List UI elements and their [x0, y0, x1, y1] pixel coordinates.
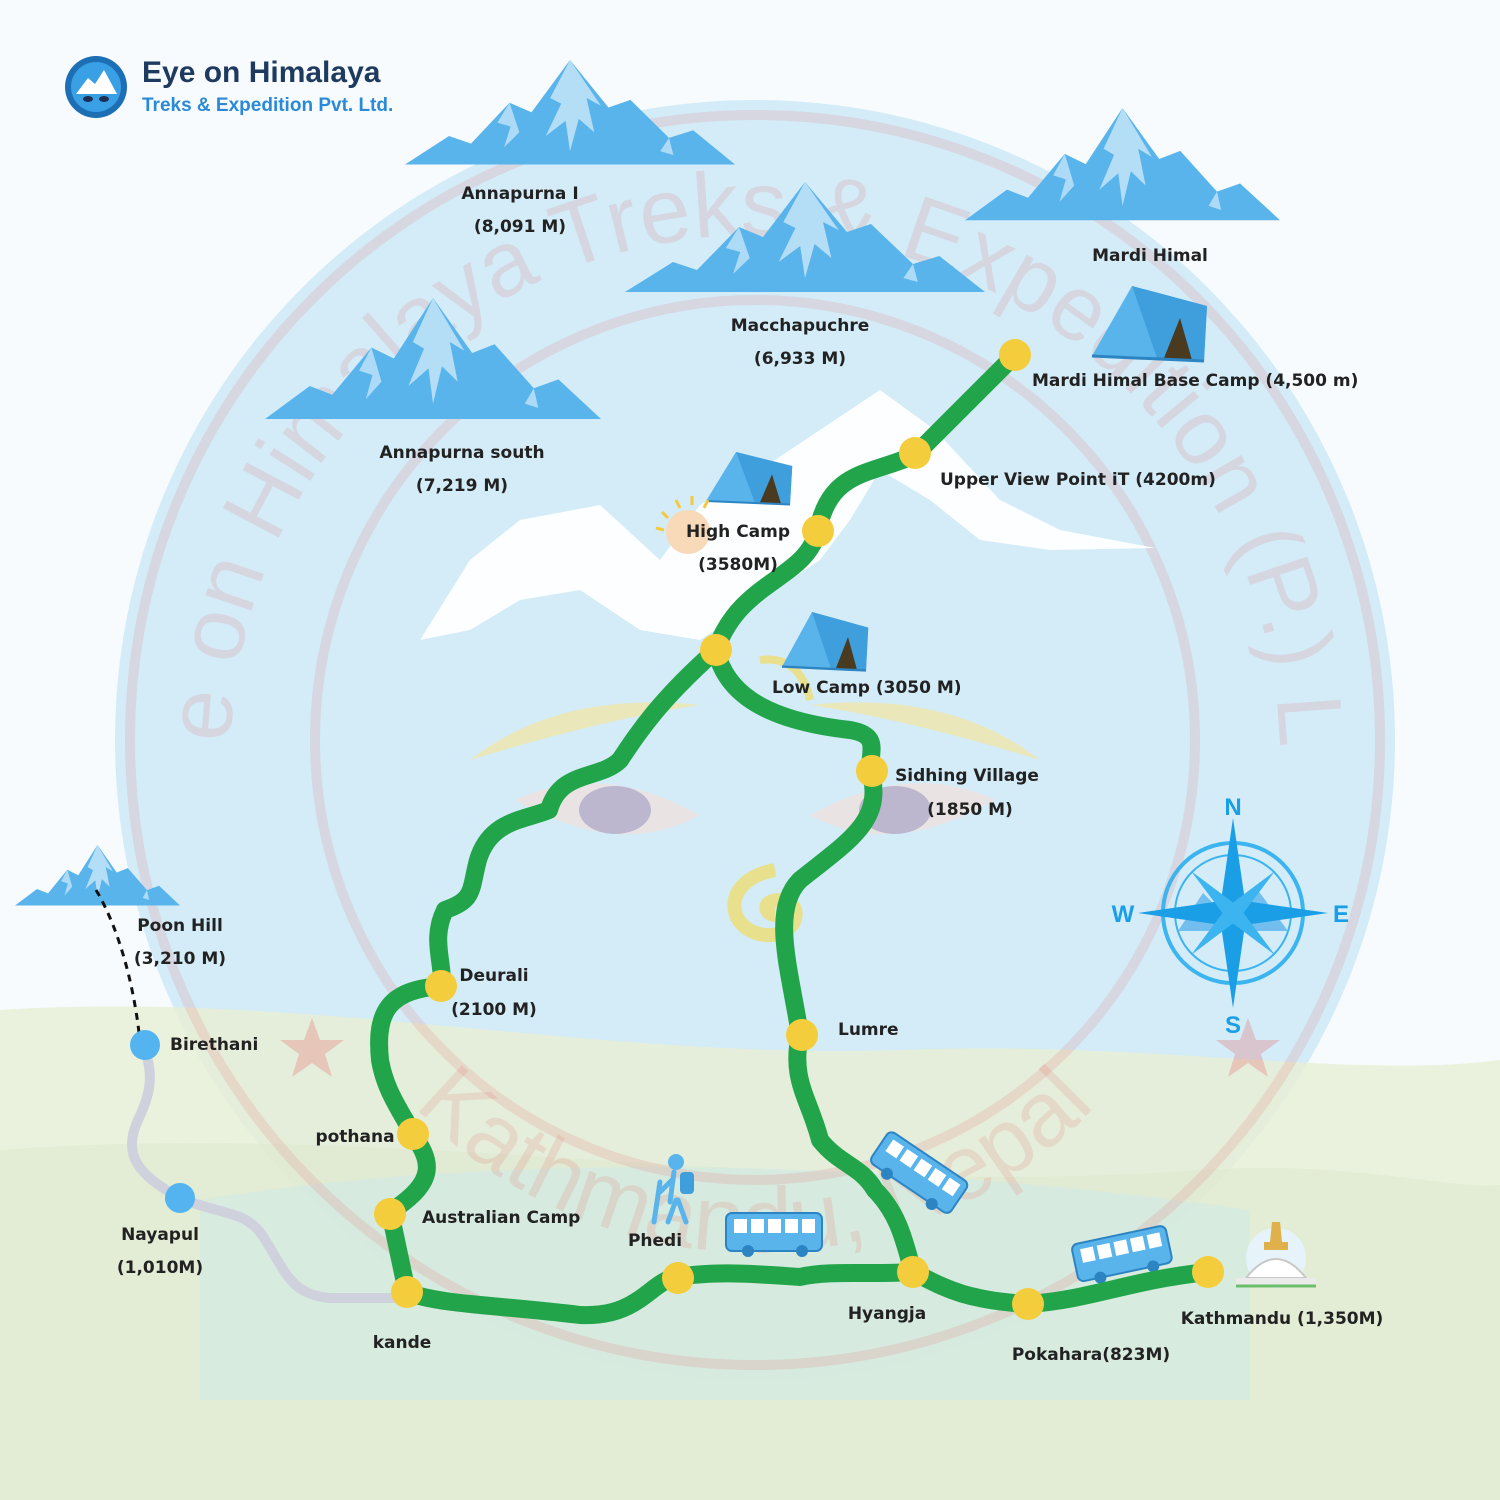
- route-stop-label: Australian Camp: [422, 1208, 580, 1228]
- peak-label-name: Mardi Himal: [1092, 246, 1208, 266]
- route-stop-label: Upper View Point iT (4200m): [940, 470, 1216, 490]
- route-stop-label: Mardi Himal Base Camp (4,500 m): [1032, 371, 1358, 391]
- route-stop-marker[interactable]: [802, 515, 834, 547]
- route-stop-marker[interactable]: [662, 1262, 694, 1294]
- route-stop-marker[interactable]: [1192, 1256, 1224, 1288]
- route-stop-marker[interactable]: [397, 1118, 429, 1150]
- brand-title: Eye on Himalaya: [142, 56, 381, 89]
- star-icon: [1216, 1018, 1280, 1077]
- route-stop-label: kande: [373, 1333, 432, 1353]
- route-stop-label: Kathmandu (1,350M): [1181, 1309, 1384, 1329]
- route-stops-layer: Annapurna I (8,091 M) Macchapuchre (6,933 M…: [117, 184, 1383, 1365]
- compass-north-label: N: [1224, 794, 1241, 821]
- route-stop-marker[interactable]: [374, 1198, 406, 1230]
- background-range: [420, 390, 1155, 640]
- route-stop-label: Low Camp (3050 M): [772, 678, 962, 698]
- route-stop-elevation: (1850 M): [927, 800, 1013, 820]
- bus-icon: [725, 1212, 823, 1258]
- route-stop-label: Hyangja: [848, 1304, 926, 1324]
- side-route-stop-elevation: (1,010M): [117, 1258, 203, 1278]
- route-stop-label: Deurali: [459, 966, 528, 986]
- peak-label-name: Annapurna south: [379, 443, 544, 463]
- route-stop-marker[interactable]: [786, 1019, 818, 1051]
- peak-label-elevation: (8,091 M): [474, 217, 566, 237]
- compass-rose-icon: N S E W: [1112, 794, 1349, 1039]
- route-stop-label: High Camp: [686, 522, 790, 542]
- route-stop-marker[interactable]: [856, 755, 888, 787]
- route-stop-marker[interactable]: [1012, 1288, 1044, 1320]
- route-stop-marker[interactable]: [897, 1256, 929, 1288]
- logo-emblem-icon: [65, 56, 127, 118]
- peak-label-elevation: (7,219 M): [416, 476, 508, 496]
- route-stop-elevation: (2100 M): [451, 1000, 537, 1020]
- route-stop-label: Pokahara(823M): [1012, 1345, 1170, 1365]
- sunrise-icon: [655, 496, 710, 554]
- peak-label-name: Macchapuchre: [731, 316, 869, 336]
- route-stop-elevation: (3580M): [698, 555, 778, 575]
- brand-logo: Eye on Himalaya Treks & Expedition Pvt. …: [65, 56, 393, 118]
- route-stop-label: Sidhing Village: [895, 766, 1039, 786]
- route-stop-marker[interactable]: [700, 634, 732, 666]
- route-stop-label: Phedi: [628, 1231, 682, 1251]
- side-route-stop-marker[interactable]: [130, 1030, 160, 1060]
- route-stop-marker[interactable]: [899, 437, 931, 469]
- side-route-stop-marker[interactable]: [165, 1183, 195, 1213]
- stupa-icon: [1236, 1222, 1316, 1288]
- compass-south-label: S: [1225, 1012, 1241, 1039]
- route-stop-marker[interactable]: [391, 1276, 423, 1308]
- route-stop-label: Lumre: [838, 1020, 899, 1040]
- brand-subtitle: Treks & Expedition Pvt. Ltd.: [142, 95, 393, 116]
- peak-label-name: Poon Hill: [137, 916, 223, 936]
- compass-west-label: W: [1112, 901, 1135, 928]
- peak-label-name: Annapurna I: [461, 184, 578, 204]
- route-stop-label: pothana: [315, 1127, 394, 1147]
- peak-label-elevation: (3,210 M): [134, 949, 226, 969]
- side-route-stop-label: Birethani: [170, 1035, 258, 1055]
- hiker-icon: [651, 1154, 694, 1225]
- side-route-stop-label: Nayapul: [121, 1225, 199, 1245]
- route-stop-marker[interactable]: [425, 970, 457, 1002]
- side-route-dashed: [94, 889, 142, 1043]
- star-icon: [280, 1018, 344, 1077]
- compass-east-label: E: [1333, 901, 1349, 928]
- peak-label-elevation: (6,933 M): [754, 349, 846, 369]
- route-stop-marker[interactable]: [999, 339, 1031, 371]
